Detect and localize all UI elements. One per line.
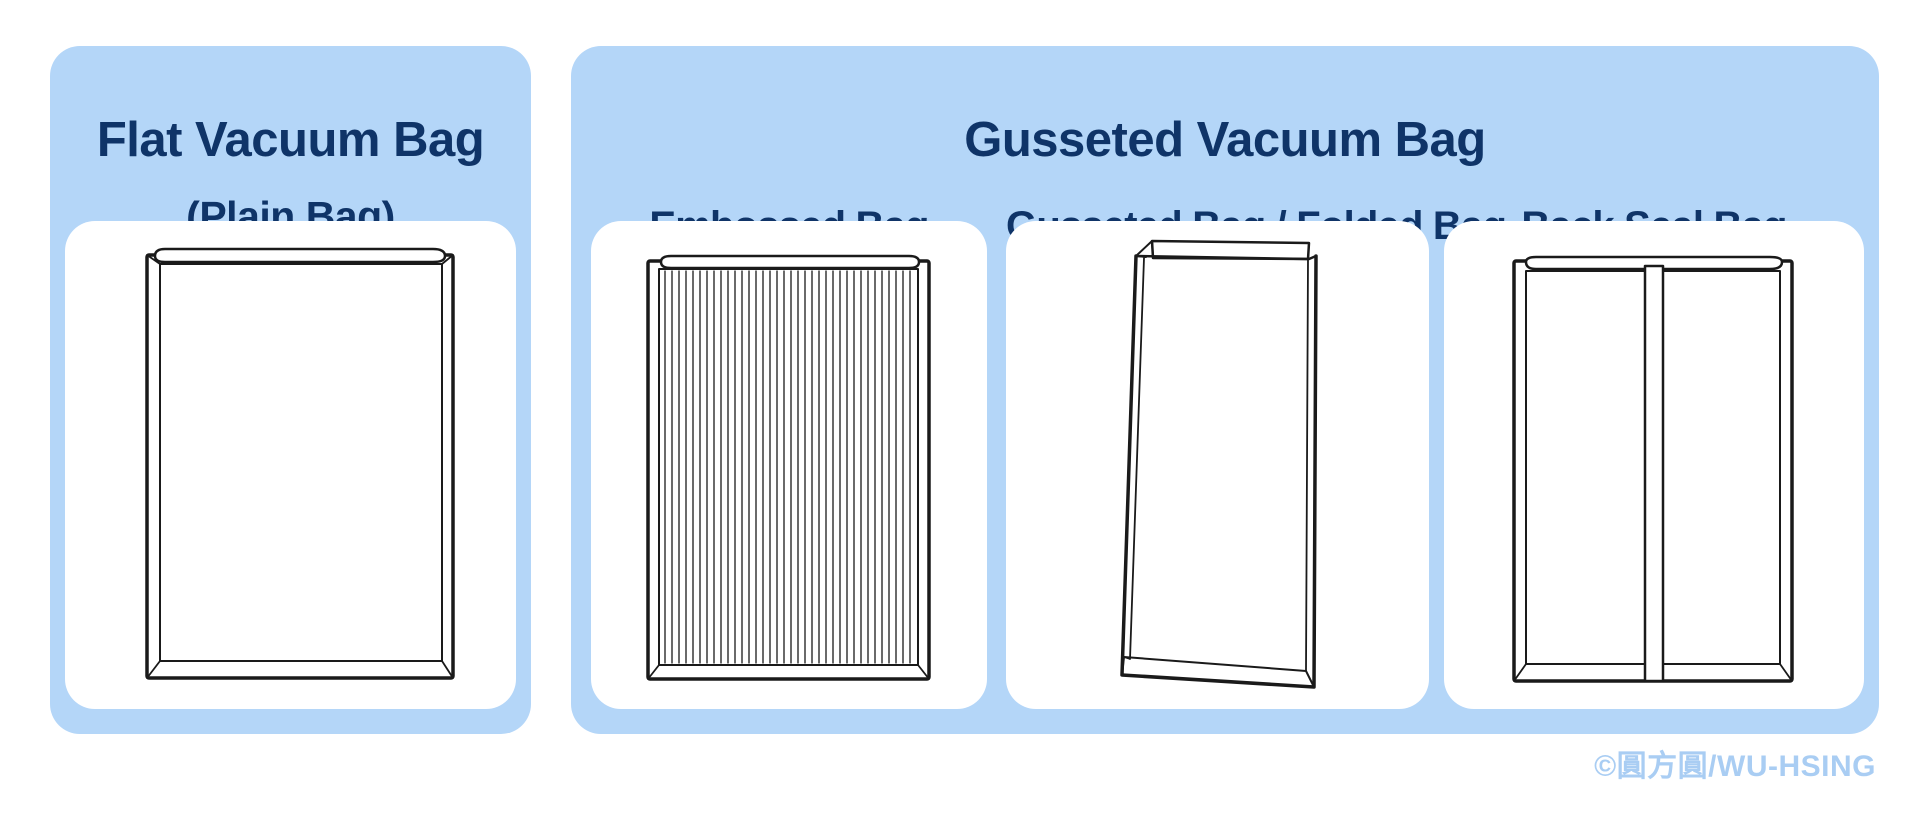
embossed-bag-card [591, 221, 987, 709]
flat-bag-icon [145, 247, 455, 680]
back-seal-bag-card [1444, 221, 1864, 709]
folded-bag-icon [1120, 239, 1318, 689]
flat-vacuum-bag-title: Flat Vacuum Bag [96, 113, 485, 167]
gusseted-vacuum-bag-title: Gusseted Vacuum Bag [964, 113, 1486, 167]
gusseted-vacuum-bag-panel: Gusseted Vacuum Bag Embossed Bag Gussete… [571, 46, 1879, 734]
flat-bag-card [65, 221, 516, 709]
copyright-watermark: ©圓方圓/WU-HSING [1594, 750, 1876, 783]
back-seal-bag-icon [1512, 255, 1794, 683]
folded-bag-card [1006, 221, 1429, 709]
flat-vacuum-bag-panel: Flat Vacuum Bag (Plain Bag) [50, 46, 531, 734]
embossed-bag-icon [646, 254, 931, 681]
